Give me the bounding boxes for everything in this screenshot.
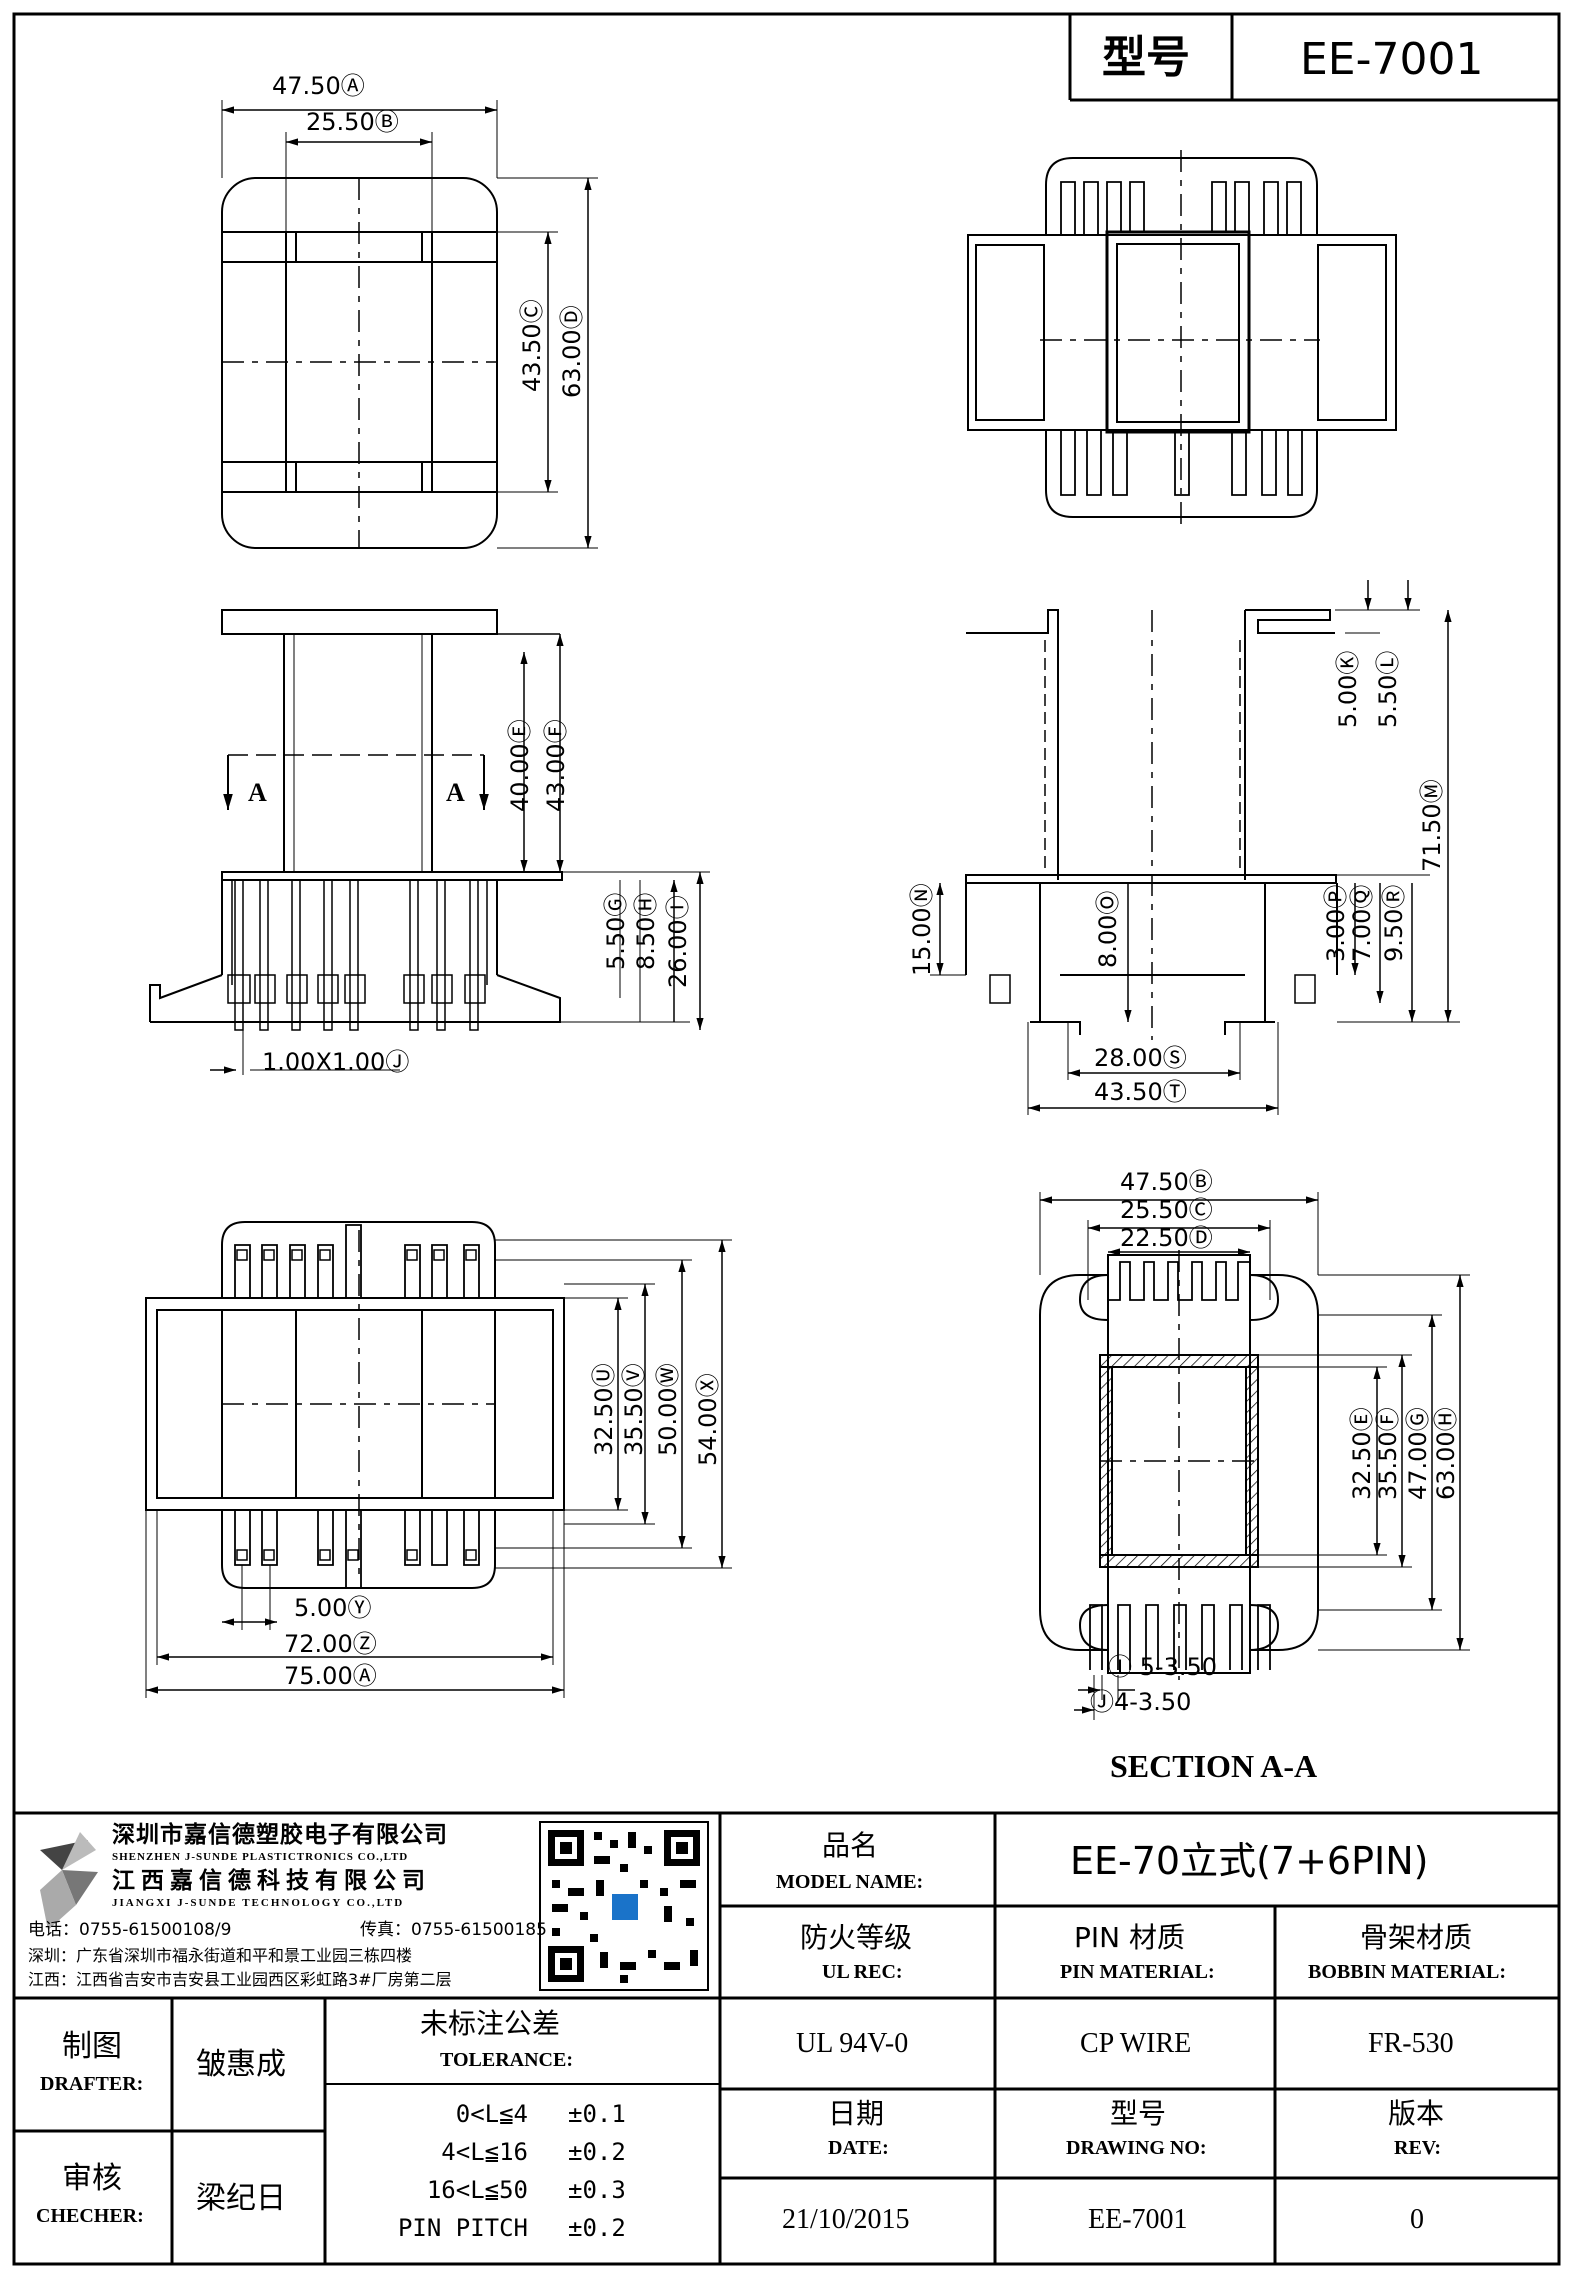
tol-row-1-val: ±0.1 <box>568 2100 626 2128</box>
bottom-view-left <box>145 1221 732 1698</box>
dim-43-00: 43.00Ⓕ <box>542 719 570 812</box>
tb-model-name-value: EE-70立式(7+6PIN) <box>1070 1839 1429 1883</box>
qr-code <box>539 1821 709 1991</box>
tb-dwg-en: DRAWING NO: <box>1066 2137 1207 2159</box>
dim-28-00: 28.00Ⓢ <box>1094 1044 1187 1072</box>
company-tel: 电话：0755-61500108/9 <box>28 1920 232 1940</box>
tol-row-3-range: 16<L≦50 <box>426 2176 528 2204</box>
dim-sec-63-00: 63.00Ⓗ <box>1432 1407 1460 1500</box>
tb-rev-value: 0 <box>1410 2204 1424 2235</box>
tb-tolerance-en: TOLERANCE: <box>440 2049 573 2071</box>
dim-5-00-b: 5.00Ⓨ <box>294 1594 372 1622</box>
tb-bobbin-en: BOBBIN MATERIAL: <box>1308 1961 1506 1983</box>
tb-ul-en: UL REC: <box>822 1961 903 1983</box>
tol-row-2-range: 4<L≦16 <box>441 2138 528 2166</box>
tb-drafter-value: 皱惠成 <box>196 2047 286 2082</box>
tb-dwg-value: EE-7001 <box>1088 2204 1188 2235</box>
dim-sec-25-50: 25.50Ⓒ <box>1120 1196 1213 1224</box>
dim-54-00: 54.00Ⓧ <box>694 1373 722 1466</box>
tol-row-4-range: PIN PITCH <box>397 2214 528 2242</box>
section-title: SECTION A-A <box>1110 1748 1318 1784</box>
tb-model-name-cn: 品名 <box>822 1829 879 1862</box>
dim-63-00: 63.00Ⓓ <box>558 305 586 398</box>
tb-pin-en: PIN MATERIAL: <box>1060 1961 1215 1983</box>
dim-pin-size: 1.00X1.00Ⓙ <box>262 1048 410 1076</box>
dim-75-00: 75.00Ⓐ <box>284 1662 377 1690</box>
tb-date-cn: 日期 <box>828 2097 885 2130</box>
top-view-left <box>221 100 598 549</box>
tb-ul-value: UL 94V-0 <box>796 2028 909 2059</box>
dim-32-50: 32.50Ⓤ <box>590 1363 618 1456</box>
tb-date-en: DATE: <box>828 2137 889 2159</box>
section-mark-left: A <box>248 778 267 807</box>
tol-row-2-val: ±0.2 <box>568 2138 626 2166</box>
company-name-jx-en: JIANGXI J-SUNDE TECHNOLOGY CO.,LTD <box>112 1897 405 1909</box>
tb-date-value: 21/10/2015 <box>782 2204 910 2235</box>
dim-sec-35-50: 35.50Ⓕ <box>1374 1407 1402 1500</box>
dim-3-00: 3.00Ⓟ <box>1322 884 1350 962</box>
tb-pin-cn: PIN 材质 <box>1074 1921 1185 1954</box>
company-addr-jx: 江西：江西省吉安市吉安县工业园西区彩虹路3#厂房第二层 <box>28 1970 452 1989</box>
section-mark-right: A <box>446 778 465 807</box>
tb-bobbin-cn: 骨架材质 <box>1360 1921 1473 1954</box>
side-view-right <box>930 580 1460 1115</box>
dim-43-50-r: 43.50Ⓣ <box>1094 1078 1187 1106</box>
dim-sec-47-00: 47.00Ⓖ <box>1404 1407 1432 1500</box>
company-name-jx: 江西嘉信德科技有限公司 <box>112 1868 431 1894</box>
dim-8-00: 8.00Ⓞ <box>1094 890 1122 968</box>
header-model-label: 型号 <box>1102 32 1190 83</box>
dim-26-00: 26.00Ⓘ <box>664 895 692 988</box>
dim-sec-5-3-50: Ⓘ 5-3.50 <box>1108 1653 1218 1681</box>
dim-sec-4-3-50: Ⓙ4-3.50 <box>1090 1688 1192 1716</box>
dim-5-50-r: 5.50Ⓛ <box>1374 650 1402 728</box>
tb-pin-value: CP WIRE <box>1080 2028 1192 2059</box>
dim-5-00: 5.00Ⓚ <box>1334 650 1362 728</box>
section-view <box>1039 1192 1470 1720</box>
dim-72-00: 72.00Ⓩ <box>284 1630 377 1658</box>
header-model-value: EE-7001 <box>1300 34 1484 85</box>
tb-dwg-cn: 型号 <box>1110 2097 1167 2130</box>
tb-rev-en: REV: <box>1394 2137 1442 2159</box>
company-name-sz-en: SHENZHEN J-SUNDE PLASTICTRONICS CO.,LTD <box>112 1851 409 1863</box>
tb-checker-value: 梁纪日 <box>196 2181 286 2216</box>
dim-47-50: 47.50Ⓐ <box>272 72 365 100</box>
dim-25-50: 25.50Ⓑ <box>306 108 399 136</box>
tb-model-name-en: MODEL NAME: <box>776 1871 924 1893</box>
dim-40-00: 40.00Ⓔ <box>506 719 534 812</box>
dim-sec-22-50: 22.50Ⓓ <box>1120 1224 1213 1252</box>
dim-sec-32-50: 32.50Ⓔ <box>1348 1407 1376 1500</box>
dim-7-00: 7.00Ⓠ <box>1348 884 1376 962</box>
dim-5-50: 5.50Ⓖ <box>602 892 630 970</box>
tb-checker-cn: 审核 <box>62 2161 122 2196</box>
tol-row-4-val: ±0.2 <box>568 2214 626 2242</box>
dim-71-50: 71.50Ⓜ <box>1418 779 1446 872</box>
company-addr-sz: 深圳：广东省深圳市福永街道和平和景工业园三栋四楼 <box>28 1946 413 1965</box>
company-logo <box>40 1832 98 1930</box>
dim-43-50: 43.50Ⓒ <box>518 299 546 392</box>
tb-checker-en: CHECHER: <box>36 2205 144 2227</box>
dim-15-00: 15.00Ⓝ <box>908 883 936 976</box>
company-name-sz: 深圳市嘉信德塑胶电子有限公司 <box>112 1822 448 1848</box>
dim-35-50: 35.50Ⓥ <box>620 1363 648 1456</box>
tb-drafter-en: DRAFTER: <box>40 2073 144 2095</box>
tol-row-3-val: ±0.3 <box>568 2176 626 2204</box>
header-box <box>1068 14 1559 102</box>
sheet-border <box>12 12 1561 2266</box>
tb-ul-cn: 防火等级 <box>800 1921 913 1954</box>
side-view-left <box>149 609 710 1075</box>
tb-rev-cn: 版本 <box>1388 2097 1445 2130</box>
dim-8-50: 8.50Ⓗ <box>632 892 660 970</box>
top-view-right <box>967 150 1397 525</box>
title-block-grid <box>14 1811 1559 2264</box>
company-fax: 传真：0755-61500185 <box>360 1920 547 1940</box>
dim-sec-47-50: 47.50Ⓑ <box>1120 1168 1213 1196</box>
tb-drafter-cn: 制图 <box>62 2029 122 2064</box>
dim-9-50: 9.50Ⓡ <box>1380 884 1408 962</box>
tol-row-1-range: 0<L≦4 <box>455 2100 528 2128</box>
tb-tolerance-cn: 未标注公差 <box>420 2007 561 2040</box>
tb-bobbin-value: FR-530 <box>1368 2028 1454 2059</box>
dim-50-00: 50.00Ⓦ <box>654 1363 682 1456</box>
